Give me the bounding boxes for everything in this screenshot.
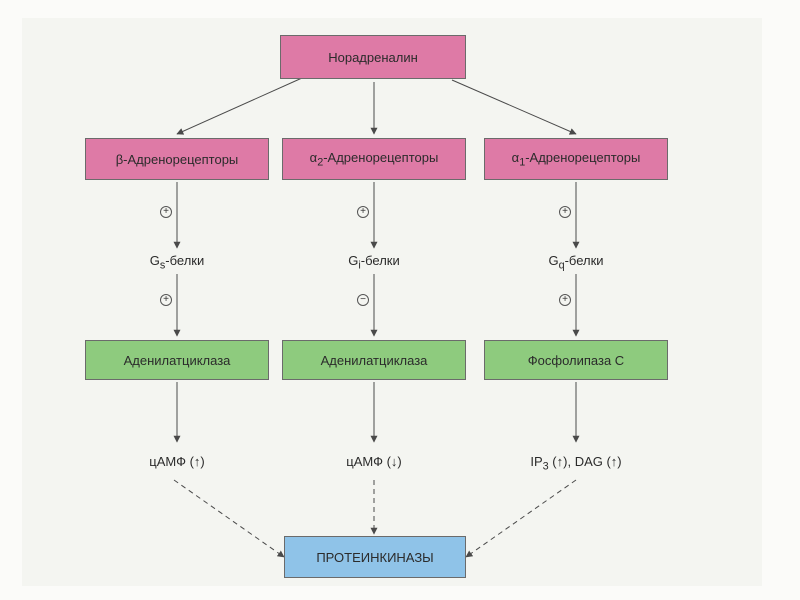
camp-increase-label: цАМФ (↑)	[149, 454, 205, 469]
alpha2-receptor-box: α2-Адренорецепторы	[282, 138, 466, 180]
sign-alpha1-gq: +	[559, 206, 571, 218]
sign-gs-ac: +	[160, 294, 172, 306]
arrow-camp-up-to-pk	[173, 479, 285, 558]
arrow-top-to-alpha1	[451, 79, 577, 135]
sign-gi-ac: −	[357, 294, 369, 306]
adenylate-cyclase-label-1: Аденилатциклаза	[123, 352, 231, 368]
sign-gq-plc: +	[559, 294, 571, 306]
gq-protein-label: Gq-белки	[548, 253, 604, 272]
beta-receptor-label: β-Адренорецепторы	[115, 151, 239, 167]
protein-kinases-box: ПРОТЕИНКИНАЗЫ	[284, 536, 466, 578]
arrow-top-to-beta	[176, 77, 303, 135]
adenylate-cyclase-box-2: Аденилатциклаза	[282, 340, 466, 380]
ip3-dag-label: IP3 (↑), DAG (↑)	[530, 454, 622, 473]
arrow-ip3-to-pk	[465, 479, 577, 558]
sign-alpha2-gi: +	[357, 206, 369, 218]
adenylate-cyclase-box-1: Аденилатциклаза	[85, 340, 269, 380]
diagram-canvas: Норадреналин β-Адренорецепторы α2-Адрено…	[22, 18, 762, 586]
arrows-layer	[173, 77, 580, 558]
alpha1-receptor-box: α1-Адренорецепторы	[484, 138, 668, 180]
alpha1-receptor-label: α1-Адренорецепторы	[511, 149, 641, 169]
adenylate-cyclase-label-2: Аденилатциклаза	[320, 352, 428, 368]
noradrenaline-label: Норадреналин	[328, 49, 418, 65]
phospholipase-c-label: Фосфолипаза С	[527, 352, 625, 368]
gs-protein-label: Gs-белки	[149, 253, 205, 272]
phospholipase-c-box: Фосфолипаза С	[484, 340, 668, 380]
camp-decrease-label: цАМФ (↓)	[346, 454, 402, 469]
gi-protein-label: Gi-белки	[348, 253, 400, 272]
alpha2-receptor-label: α2-Адренорецепторы	[309, 149, 439, 169]
beta-receptor-box: β-Адренорецепторы	[85, 138, 269, 180]
noradrenaline-box: Норадреналин	[280, 35, 466, 79]
sign-beta-gs: +	[160, 206, 172, 218]
protein-kinases-label: ПРОТЕИНКИНАЗЫ	[316, 549, 434, 565]
